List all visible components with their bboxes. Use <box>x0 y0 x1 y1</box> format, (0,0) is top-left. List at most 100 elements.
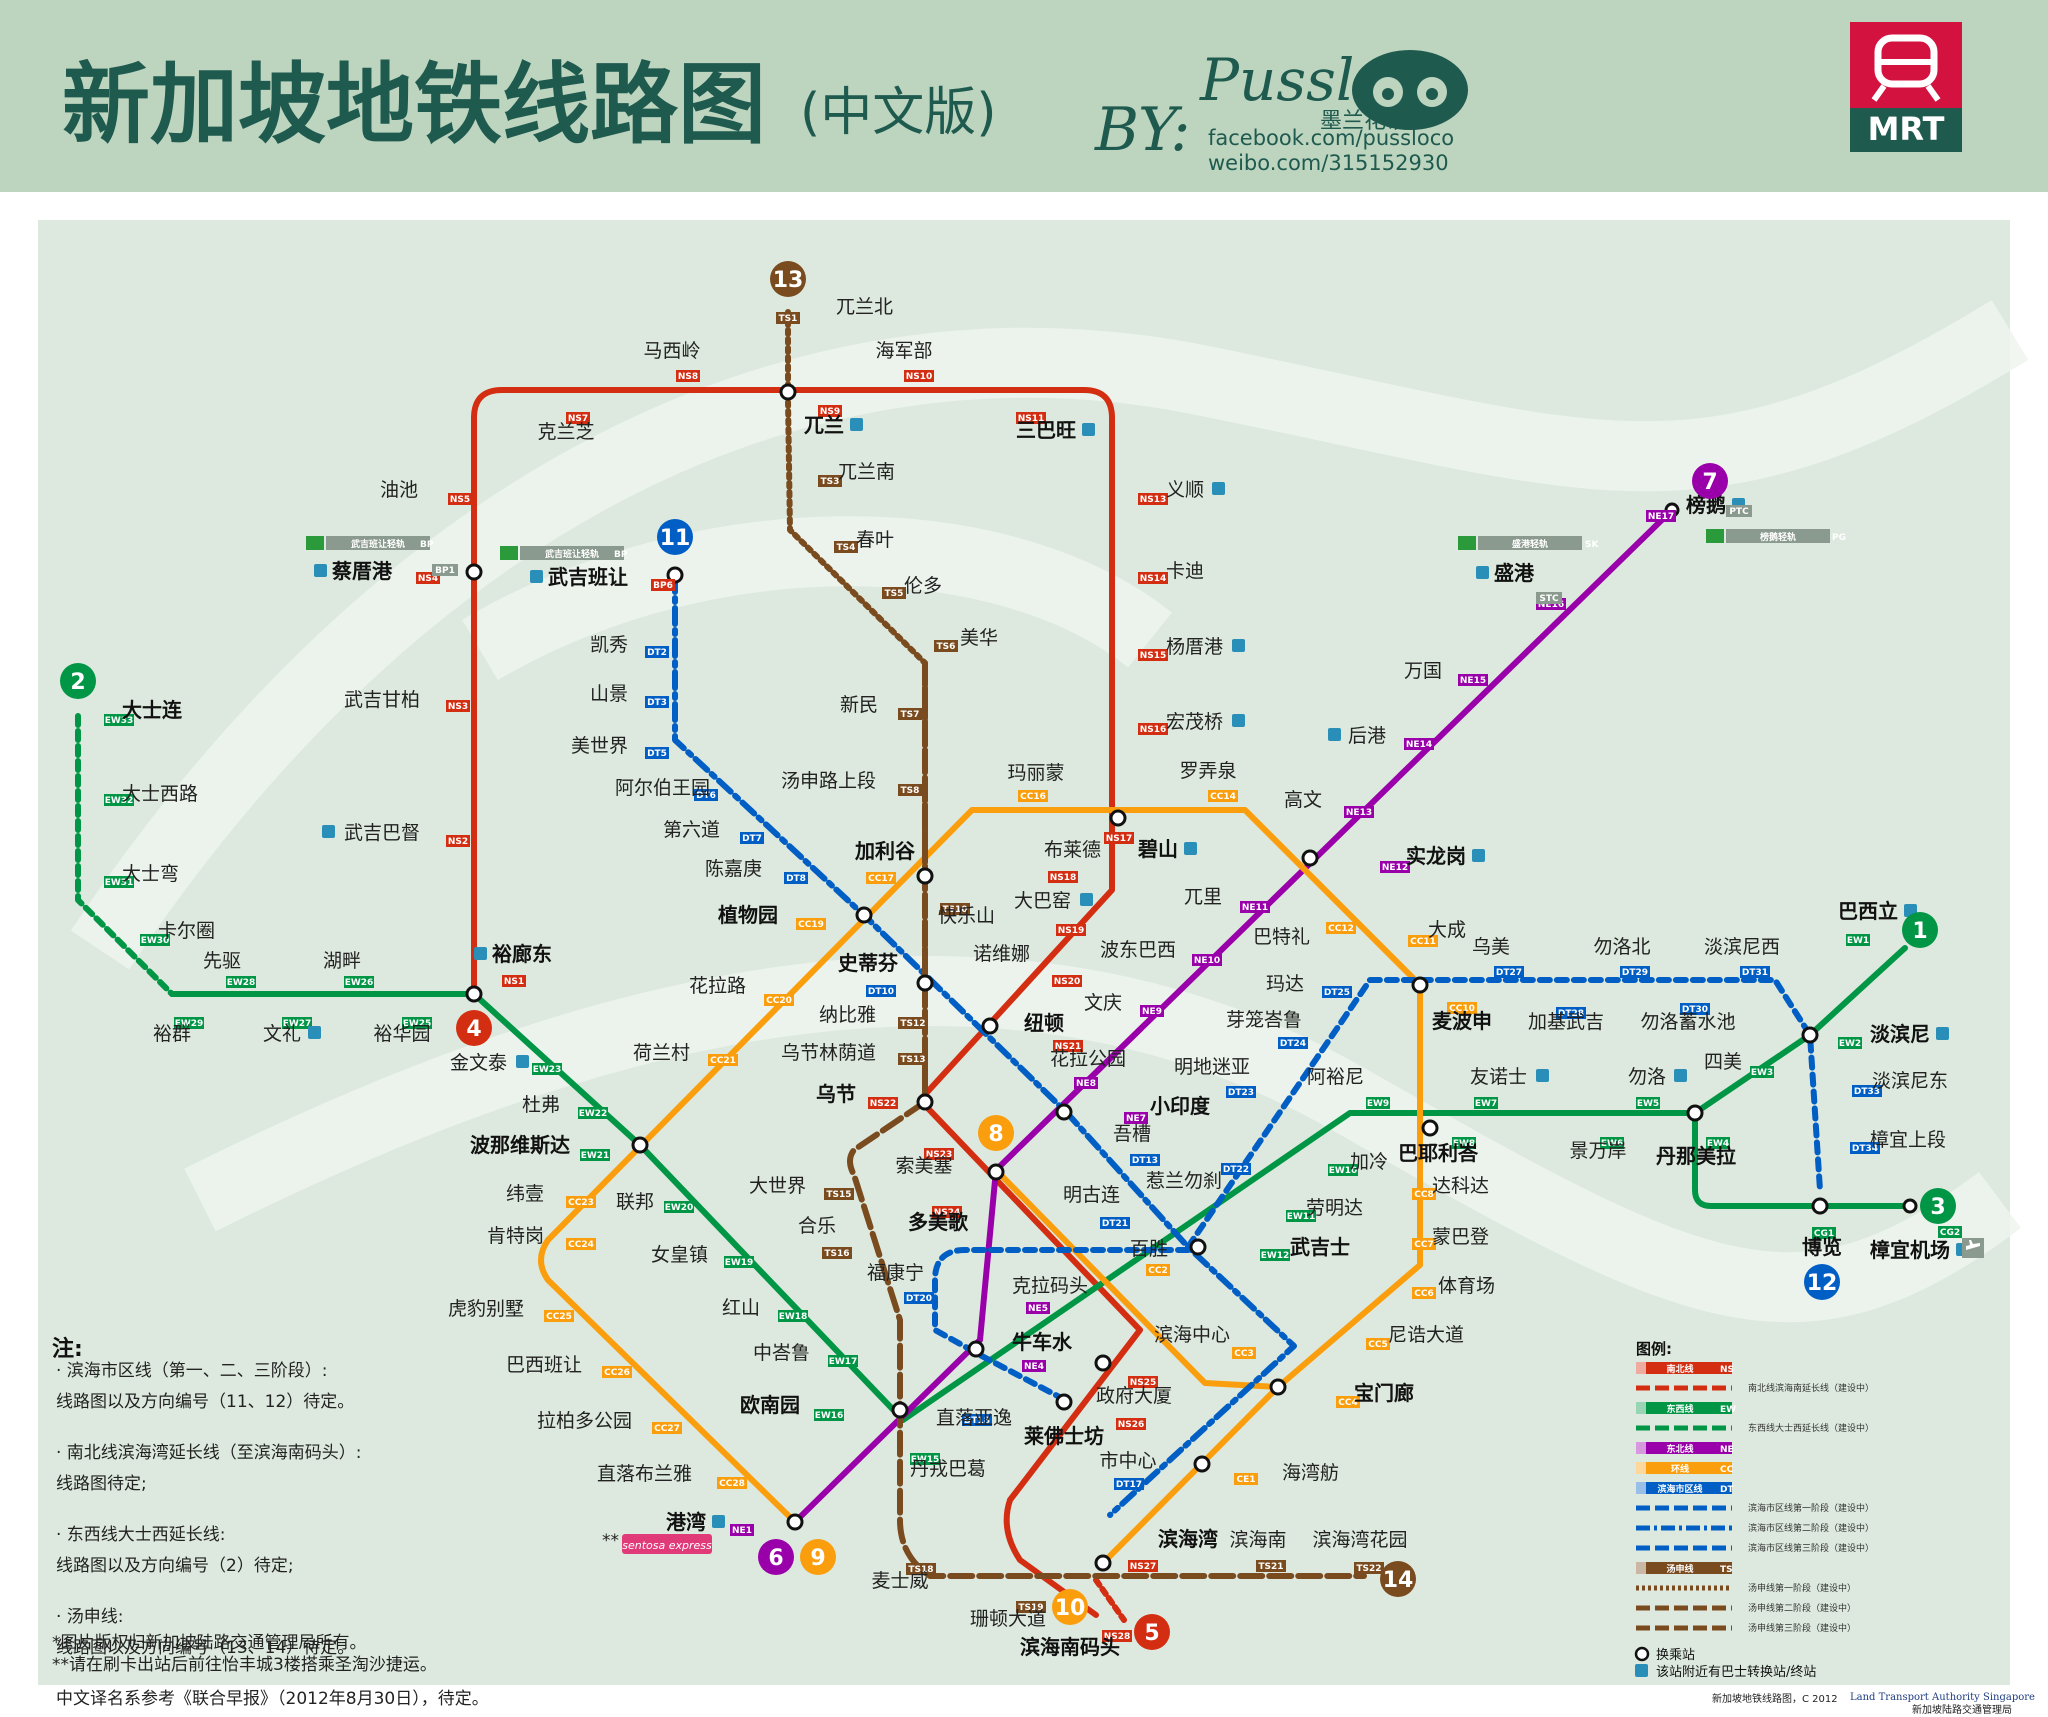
weibo-link[interactable]: weibo.com/315152930 <box>1208 151 1449 175</box>
